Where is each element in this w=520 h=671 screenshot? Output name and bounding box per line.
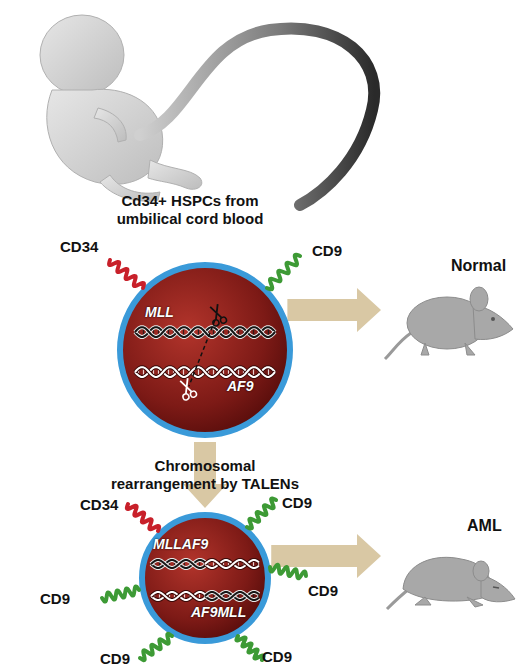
surface-receptor	[102, 586, 139, 601]
gene-label: AF9MLL	[191, 604, 246, 620]
block-arrow	[287, 288, 381, 332]
scissors-icon	[207, 303, 227, 327]
marker-label: CD34	[80, 496, 118, 514]
marker-label: CD9	[262, 648, 292, 666]
surface-receptor	[270, 565, 306, 579]
cell-membrane	[142, 515, 268, 641]
mouse-outcome: AML	[385, 505, 520, 610]
mouse-outcome: Normal	[385, 255, 520, 360]
block-arrow	[183, 442, 227, 508]
scissors-icon	[177, 377, 197, 401]
marker-label: CD9	[312, 242, 342, 260]
surface-receptor	[267, 255, 300, 290]
umbilical-cord	[140, 28, 374, 205]
rearranged-cell: MLLAF9AF9MLL	[139, 512, 271, 644]
node-outline	[139, 512, 271, 644]
dna-strands	[135, 303, 275, 401]
surface-receptor	[247, 498, 276, 528]
mouse-silhouette	[385, 287, 513, 359]
marker-label: CD9	[282, 494, 312, 512]
gene-label: MLLAF9	[153, 536, 208, 552]
dna-strands	[151, 560, 259, 600]
surface-receptor	[140, 634, 172, 660]
node-outline	[117, 262, 293, 438]
source-caption: Cd34+ HSPCs from umbilical cord blood	[90, 192, 290, 228]
cell-membrane	[120, 265, 290, 435]
surface-receptor	[236, 636, 263, 660]
gene-label: AF9	[227, 378, 253, 394]
stem-cell: MLL AF9	[117, 262, 293, 438]
outcome-label: AML	[467, 517, 502, 535]
marker-label: CD9	[308, 582, 338, 600]
marker-label: CD34	[60, 238, 98, 256]
outcome-label: Normal	[451, 257, 506, 275]
marker-label: CD9	[100, 650, 130, 668]
marker-label: CD9	[40, 590, 70, 608]
block-arrow	[271, 534, 381, 578]
surface-receptor	[109, 260, 144, 288]
surface-receptor	[127, 504, 159, 531]
mouse-silhouette	[387, 557, 515, 609]
gene-label: MLL	[145, 304, 174, 320]
